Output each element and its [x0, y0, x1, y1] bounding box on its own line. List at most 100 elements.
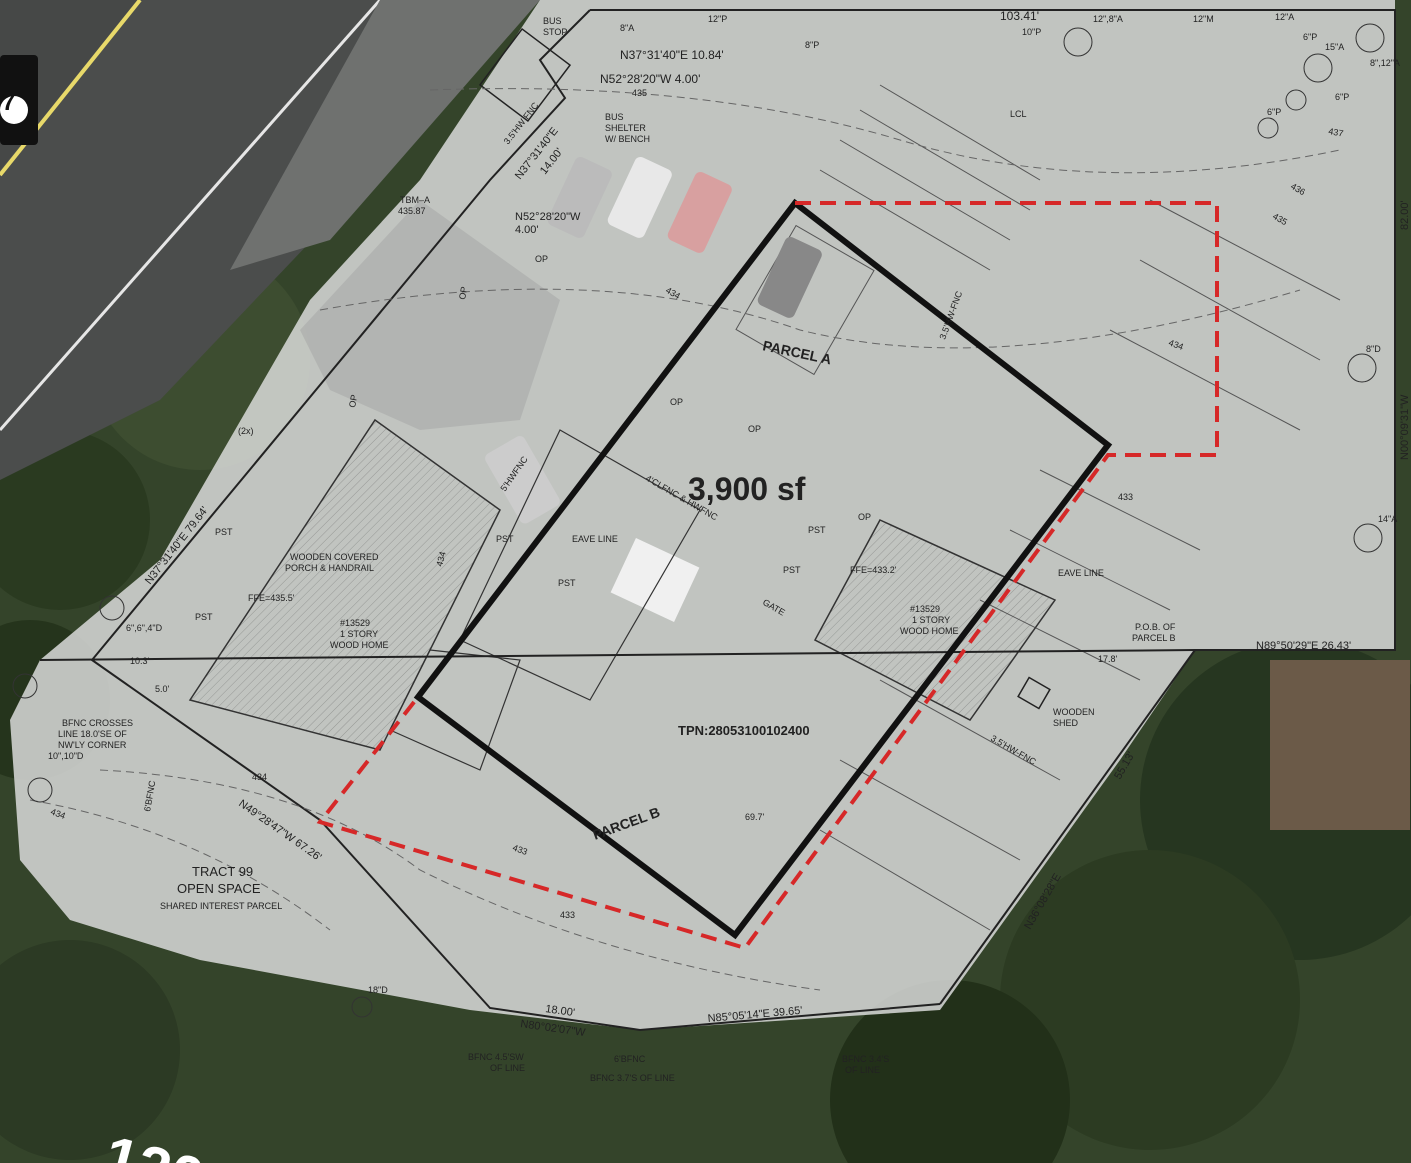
porch-label-1: WOODEN COVERED	[290, 552, 379, 562]
tpn-label: TPN:28053100102400	[678, 723, 810, 738]
home-left-3: WOOD HOME	[330, 640, 389, 650]
contour-435: 435	[632, 88, 647, 98]
contour-433-b: 433	[511, 842, 529, 857]
pob-label-2: PARCEL B	[1132, 633, 1176, 643]
tree-10-label: 10",10"D	[48, 751, 84, 761]
tbm-label-2: 435.87	[398, 206, 426, 216]
bfnc-34-2: OF LINE	[845, 1065, 880, 1075]
bfnc-crosses-1: BFNC CROSSES	[62, 718, 133, 728]
area-label: 3,900 sf	[688, 471, 806, 507]
op-label-5: OP	[748, 424, 761, 434]
tree-12a-label: 12"A	[1275, 12, 1294, 22]
pst-label-4: PST	[558, 578, 576, 588]
bearing-1: N37°31'40"E 10.84'	[620, 48, 724, 62]
shed-label-2: SHED	[1053, 718, 1079, 728]
bearing-4-length: 4.00'	[515, 224, 539, 236]
tree-12p-a-label: 12"P	[708, 14, 727, 24]
parcel-b-outline	[316, 201, 1219, 951]
tree-10p-label: 10"P	[1022, 27, 1041, 37]
bearing-4: N52°28'20"W	[515, 211, 581, 223]
contour-434-b: 434	[1167, 337, 1185, 352]
open-space-label: OPEN SPACE	[177, 881, 261, 896]
tbm-label-1: TBM–A	[400, 195, 430, 205]
home-left-1: #13529	[340, 618, 370, 628]
bfnc-34-1: BFNC 3.4'S	[842, 1054, 889, 1064]
bus-shelter-label-1: BUS	[605, 112, 624, 122]
two-x-label: (2x)	[238, 426, 254, 436]
op-label-6: OP	[858, 512, 871, 522]
tree-8d-label: 8"D	[1366, 344, 1381, 354]
left-home-footprint	[188, 418, 501, 751]
contour-434-d: 434	[252, 772, 267, 782]
bearing-top-length: 103.41'	[1000, 9, 1039, 23]
eave-line-right: EAVE LINE	[1058, 568, 1104, 578]
tree-6p-b-label: 6"P	[1335, 92, 1349, 102]
dim-103: 10.3'	[130, 656, 150, 666]
tree-18-label: 18"D	[368, 985, 388, 995]
bfnc-crosses-3: NW'LY CORNER	[58, 740, 127, 750]
property-boundary	[39, 9, 1396, 1032]
contour-lines	[29, 88, 1341, 991]
contour-433-c: 433	[560, 910, 575, 920]
tree-symbols	[12, 23, 1385, 1018]
dim-697: 69.7'	[745, 812, 765, 822]
bfnc-45-2: OF LINE	[490, 1063, 525, 1073]
bearing-11-length: 82.00'	[1399, 200, 1411, 230]
contour-434-e: 434	[49, 806, 67, 821]
bus-shelter	[478, 27, 572, 123]
pst-label-1: PST	[215, 527, 233, 537]
op-label-2: OP	[457, 286, 469, 301]
op-label-4: OP	[670, 397, 683, 407]
bfnc-crosses-2: LINE 18.0'SE OF	[58, 729, 127, 739]
tree-6p-a-label: 6"P	[1303, 32, 1317, 42]
bearing-11: N00°09'31"W	[1399, 394, 1411, 460]
home-right-2: 1 STORY	[912, 615, 950, 625]
bfnc-6-label: 6'BFNC	[614, 1054, 646, 1064]
bfnc-37-label: BFNC 3.7'S OF LINE	[590, 1073, 675, 1083]
pst-label-3: PST	[496, 534, 514, 544]
tree-canopy	[0, 250, 1411, 1163]
pst-label-6: PST	[783, 565, 801, 575]
right-home-footprint	[813, 519, 1057, 721]
parcel-a-outline	[413, 198, 1113, 940]
ffe-left: FFE=435.5'	[248, 593, 295, 603]
home-right-3: WOOD HOME	[900, 626, 959, 636]
tree-6p-c-label: 6"P	[1267, 107, 1281, 117]
pst-label-5: PST	[808, 525, 826, 535]
bearing-7-length: 18.00'	[545, 1003, 576, 1019]
dim-178: 17.8'	[1098, 654, 1118, 664]
svg-text:7: 7	[2, 89, 15, 116]
contour-433-a: 433	[1118, 492, 1133, 502]
porch-label-2: PORCH & HANDRAIL	[285, 563, 374, 573]
op-label-3: OP	[347, 394, 359, 409]
tree-14a-label: 14"A	[1378, 514, 1397, 524]
lcl-label: LCL	[1010, 109, 1027, 119]
bus-stop-label-1: BUS	[543, 16, 562, 26]
bearing-10: N89°50'29"E 26.43'	[1256, 640, 1351, 652]
tree-15a-label: 15"A	[1325, 42, 1344, 52]
tract-label: TRACT 99	[192, 864, 253, 879]
shed-label-1: WOODEN	[1053, 707, 1095, 717]
pob-label-1: P.O.B. OF	[1135, 622, 1176, 632]
tree-8-12a-label: 8",12"A	[1370, 58, 1400, 68]
contour-437: 437	[1328, 126, 1345, 138]
wooden-shed	[1017, 676, 1051, 710]
bus-shelter-label-2: SHELTER	[605, 123, 646, 133]
shared-interest-label: SHARED INTEREST PARCEL	[160, 901, 282, 911]
dim-50: 5.0'	[155, 684, 170, 694]
bus-shelter-label-3: W/ BENCH	[605, 134, 650, 144]
survey-overlay	[10, 0, 1395, 1030]
tree-8p-label: 8"P	[805, 40, 819, 50]
bus-stop-label-2: STOP	[543, 27, 567, 37]
tree-8a-top-label: 8"A	[620, 23, 634, 33]
bfnc-45-1: BFNC 4.5'SW	[468, 1052, 524, 1062]
tree-12m-label: 12"M	[1193, 14, 1214, 24]
home-left-2: 1 STORY	[340, 629, 378, 639]
corner-badge: 7	[0, 55, 38, 145]
tree-6-6-4-label: 6",6",4"D	[126, 623, 163, 633]
ffe-right: FFE=433.2'	[850, 565, 897, 575]
tree-12-8a-label: 12",8"A	[1093, 14, 1123, 24]
op-label-1: OP	[535, 254, 548, 264]
